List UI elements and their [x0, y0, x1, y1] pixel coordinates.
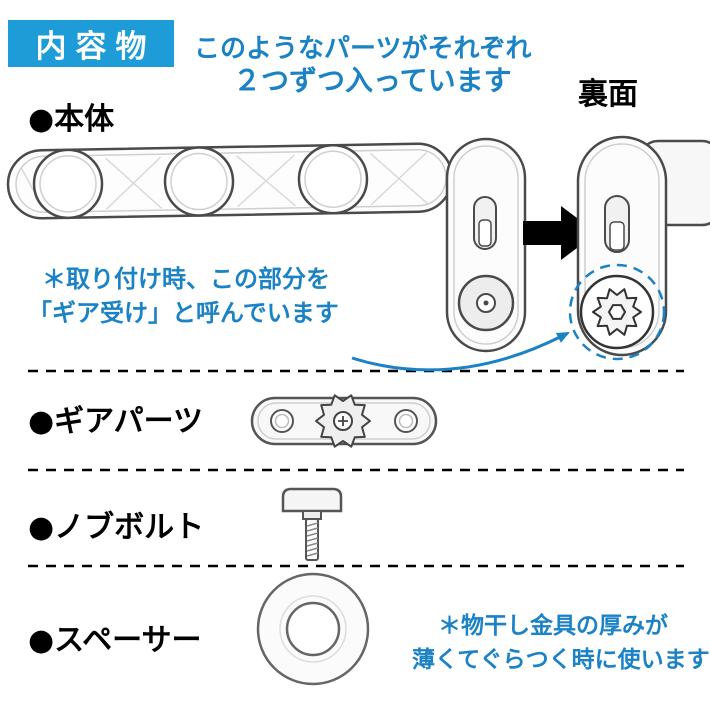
spacer-note-line2: 薄くてぐらつく時に使います: [412, 647, 710, 673]
gear-receiver-highlight-circle: [568, 263, 666, 361]
curved-pointer-arrow: [351, 332, 570, 372]
spacer-note-line1: ＊物干し金具の厚みが: [438, 613, 668, 639]
knob-bolt-illustration: [281, 487, 343, 561]
section-label-gear: ●ギアパーツ: [28, 404, 203, 439]
contents-badge: 内容物: [8, 20, 174, 67]
gear-holder-front-illustration: [445, 137, 527, 353]
body-note-line2: 「ギア受け」と呼んでいます: [28, 299, 339, 327]
gear-receiver-hex-hole: [607, 304, 627, 320]
back-side-label: 裏面: [578, 77, 638, 112]
body-note-line1: ＊取り付け時、この部分を: [42, 265, 330, 293]
section-divider-lines: [28, 369, 684, 568]
gear-holder-back-illustration: [576, 135, 710, 357]
section-label-knob-bolt: ●ノブボルト: [28, 510, 205, 545]
header-note-line1: このようなパーツがそれぞれ: [194, 34, 532, 64]
header-note-line2: ２つずつ入っています: [233, 64, 512, 97]
main-body-arm-illustration: [6, 142, 454, 220]
gear-part-illustration: [250, 394, 438, 448]
spacer-illustration: [256, 572, 370, 686]
section-label-spacer: ●スペーサー: [28, 623, 202, 658]
section-label-body: ●本体: [28, 102, 115, 137]
